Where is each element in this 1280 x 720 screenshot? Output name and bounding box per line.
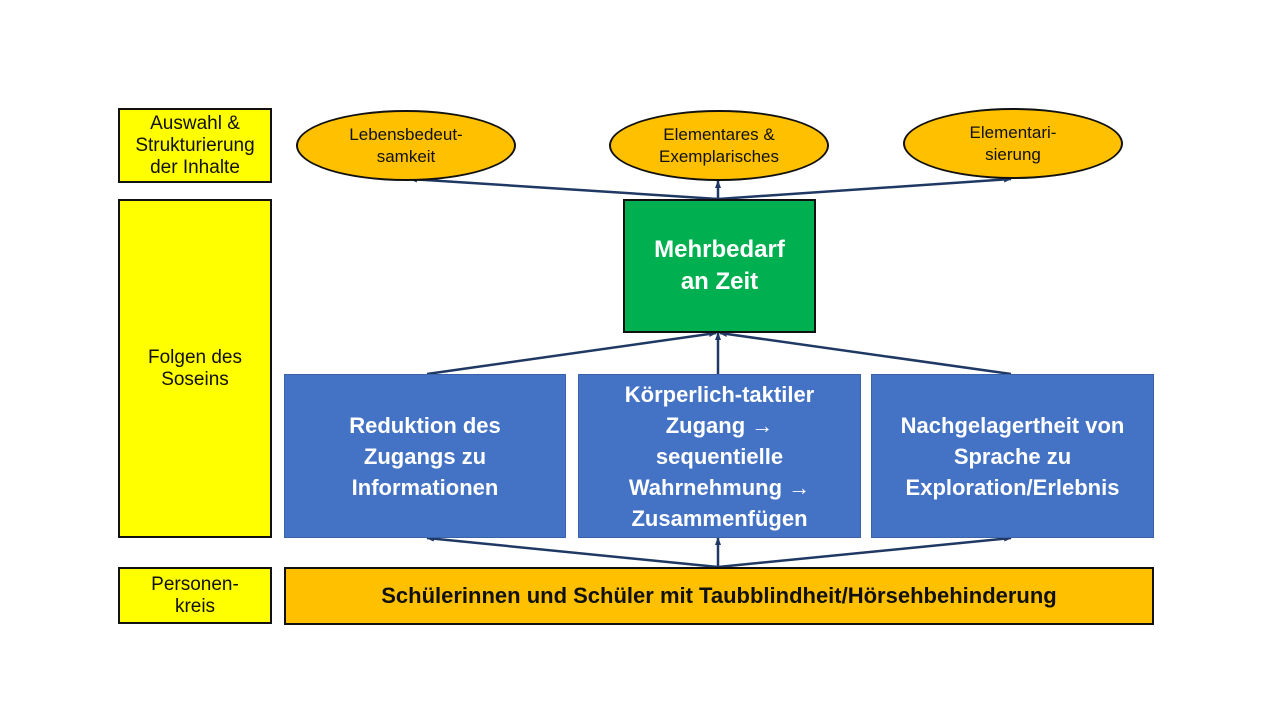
label-line: Strukturierung [135, 134, 255, 156]
box-nachgelagertheit-sprache: Nachgelagertheit von Sprache zu Explorat… [871, 374, 1154, 538]
label-personenkreis: Personen- kreis [118, 567, 272, 624]
ellipse-elementarisierung: Elementari- sierung [903, 108, 1123, 179]
box-target-group: Schülerinnen und Schüler mit Taubblindhe… [284, 567, 1154, 625]
arrow-nachgelagert-to-zeit [719, 331, 1012, 376]
box-line: Wahrnehmung → [628, 474, 811, 500]
ellipse-line: samkeit [376, 146, 436, 166]
box-line: an Zeit [680, 268, 759, 295]
ellipse-line: Elementares & [663, 124, 775, 144]
label-line: Folgen des [147, 346, 242, 368]
arrow-zeit-to-lebensbedeutsamkeit [409, 176, 719, 201]
box-line: Informationen [351, 474, 499, 500]
target-group-text: Schülerinnen und Schüler mit Taubblindhe… [381, 583, 1057, 608]
label-line: Auswahl & [150, 112, 240, 134]
box-line: Mehrbedarf [654, 236, 785, 263]
arrow-group-to-nachgelagert [717, 535, 1012, 569]
ellipse-lebensbedeutsamkeit: Lebensbedeut- samkeit [296, 110, 516, 181]
ellipse-line: sierung [985, 144, 1041, 164]
box-line: Nachgelagertheit von [900, 412, 1125, 438]
box-line: Zusammenfügen [631, 505, 808, 531]
box-line: sequentielle [655, 443, 784, 469]
label-auswahl-strukturierung: Auswahl & Strukturierung der Inhalte [118, 108, 272, 183]
label-line: Personen- [151, 573, 239, 595]
box-line: Sprache zu [953, 443, 1072, 469]
ellipse-elementares-exemplarisches: Elementares & Exemplarisches [609, 110, 829, 181]
box-line: Körperlich-taktiler [624, 381, 815, 407]
box-line: Zugang → [665, 412, 774, 438]
label-line: der Inhalte [150, 156, 240, 178]
ellipse-line: Elementari- [969, 122, 1057, 142]
box-reduktion-zugang: Reduktion des Zugangs zu Informationen [284, 374, 566, 538]
label-line: kreis [174, 595, 216, 617]
ellipse-line: Lebensbedeut- [349, 124, 463, 144]
box-line: Exploration/Erlebnis [905, 474, 1120, 500]
box-mehrbedarf-an-zeit: Mehrbedarf an Zeit [623, 199, 816, 333]
box-line: Reduktion des [349, 412, 501, 438]
label-folgen-des-soseins: Folgen des Soseins [118, 199, 272, 538]
arrow-group-to-reduktion [426, 535, 719, 569]
box-koerperlich-taktil: Körperlich-taktiler Zugang → sequentiell… [578, 374, 861, 538]
arrow-reduktion-to-zeit [426, 331, 717, 376]
label-line: Soseins [161, 368, 229, 390]
ellipse-line: Exemplarisches [659, 146, 779, 166]
arrow-zeit-to-elementarisierung [717, 176, 1012, 201]
box-line: Zugangs zu [363, 443, 487, 469]
